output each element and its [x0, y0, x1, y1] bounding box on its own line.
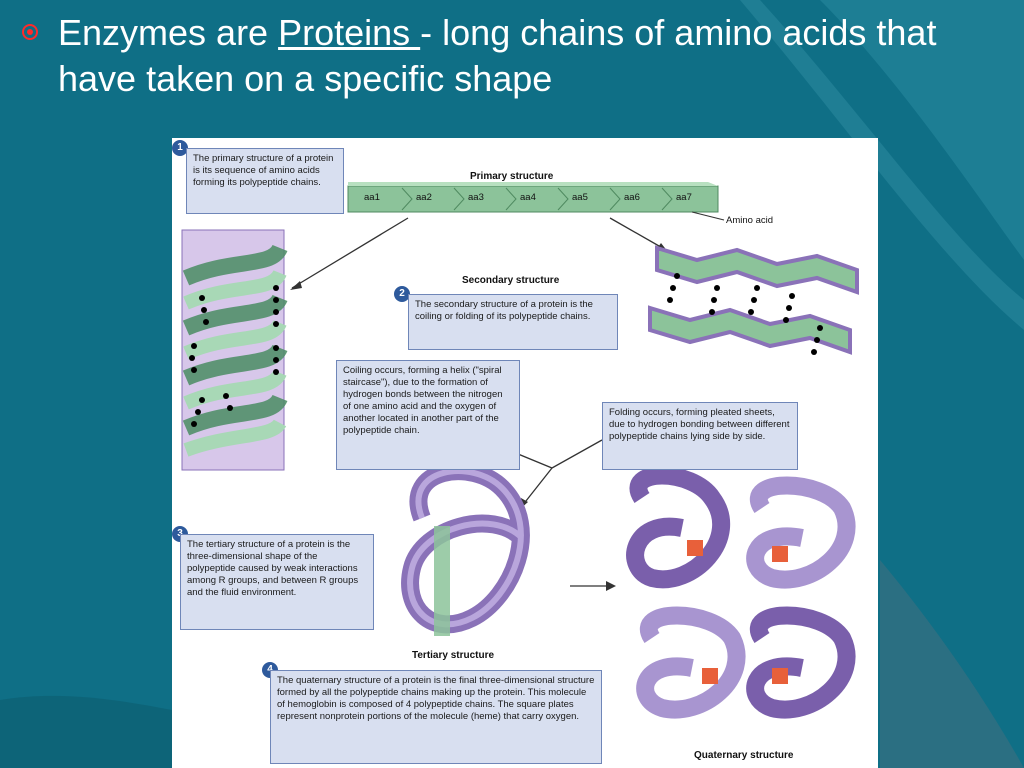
sheet-note-text: Folding occurs, forming pleated sheets, …: [609, 407, 790, 442]
step-3-box: The tertiary structure of a protein is t…: [180, 534, 374, 630]
chain-aa6: aa6: [624, 192, 640, 203]
heme-plate-2: [772, 546, 788, 562]
label-secondary: Secondary structure: [462, 275, 560, 286]
step-4-text: The quaternary structure of a protein is…: [277, 675, 595, 722]
pleated-sheet-illustration: [648, 245, 859, 355]
chain-aa7: aa7: [676, 192, 692, 203]
chain-aa2: aa2: [416, 192, 432, 203]
protein-diagram-graphics: [181, 182, 859, 719]
step-1-text: The primary structure of a protein is it…: [193, 153, 334, 188]
alpha-helix-illustration: [181, 229, 288, 471]
label-primary: Primary structure: [470, 171, 554, 182]
step-3-text: The tertiary structure of a protein is t…: [187, 539, 359, 598]
step-4-box: The quaternary structure of a protein is…: [270, 670, 602, 764]
protein-structure-figure: aa1 aa2 aa3 aa4 aa5 aa6 aa7 Primary stru…: [172, 138, 878, 768]
title-after: - long chains of amino acids that have t…: [58, 12, 937, 99]
helix-note-box: Coiling occurs, forming a helix ("spiral…: [336, 360, 520, 470]
chain-aa4: aa4: [520, 192, 536, 203]
sheet-note-box: Folding occurs, forming pleated sheets, …: [602, 402, 798, 470]
step-2-box: The secondary structure of a protein is …: [408, 294, 618, 350]
chain-aa5: aa5: [572, 192, 588, 203]
step-2-badge: 2: [394, 286, 410, 302]
chain-aa3: aa3: [468, 192, 484, 203]
step-2-text: The secondary structure of a protein is …: [415, 299, 593, 322]
step-1-badge: 1: [172, 140, 188, 156]
tertiary-structure-illustration: [401, 462, 530, 636]
slide-title: Enzymes are Proteins - long chains of am…: [58, 10, 958, 102]
chain-aa1: aa1: [364, 192, 380, 203]
heme-plate-3: [702, 668, 718, 684]
label-amino-acid: Amino acid: [726, 215, 773, 226]
helix-note-text: Coiling occurs, forming a helix ("spiral…: [343, 365, 503, 436]
heme-plate-4: [772, 668, 788, 684]
label-tertiary: Tertiary structure: [412, 650, 495, 661]
bullet-icon: [22, 24, 38, 40]
quaternary-structure-illustration: [626, 466, 856, 719]
label-quaternary: Quaternary structure: [694, 750, 794, 761]
primary-chain: [347, 182, 719, 213]
title-proteins-link[interactable]: Proteins: [278, 12, 421, 53]
title-before: Enzymes are: [58, 12, 279, 53]
step-1-box: The primary structure of a protein is it…: [186, 148, 344, 214]
heme-plate-1: [687, 540, 703, 556]
